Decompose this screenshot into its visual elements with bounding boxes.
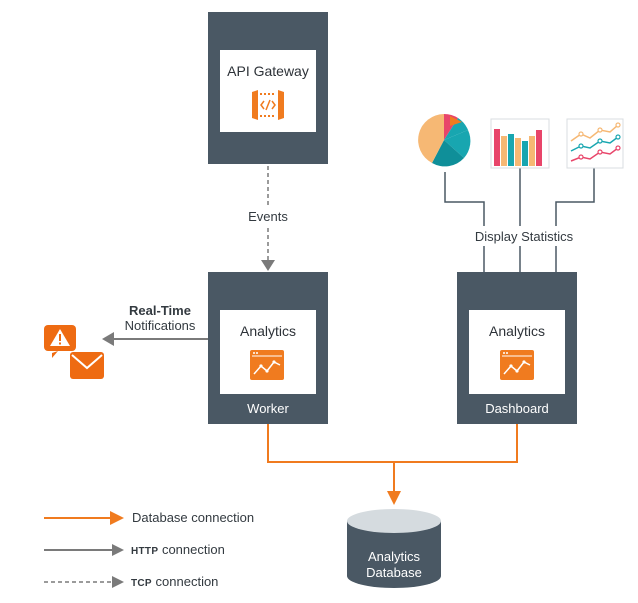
realtime-label-line1: Real-Time [129,303,191,318]
database-label-line2: Database [366,565,422,580]
dashboard-node [457,272,577,424]
display-statistics-label: Display Statistics [460,229,588,244]
legend-database-arrowhead [110,511,124,525]
api-gateway-icon [252,90,284,120]
legend-tcp-arrowhead [112,576,124,588]
statistics-connectors [444,168,595,272]
dashboard-title: Analytics [488,323,546,339]
legend-database-text: Database connection [132,510,255,525]
legend-tcp-text: connection [155,574,219,589]
mail-icon [70,352,104,379]
database-connections [267,424,518,494]
database-label-line1: Analytics [367,549,421,564]
legend [44,511,124,588]
worker-node [208,272,328,424]
worker-title: Analytics [239,323,297,339]
alert-icon [44,325,76,358]
legend-http-arrowhead [112,544,124,556]
events-connection [261,166,275,271]
legend-http-label: HTTP connection [131,542,225,557]
analytics-chart-icon [500,350,534,380]
legend-http-text: connection [161,542,225,557]
analytics-chart-icon [250,350,284,380]
notifications-connection [102,332,208,346]
bar-chart-icon [490,118,550,169]
line-chart-icon [566,118,624,169]
events-label: Events [230,209,306,224]
legend-tcp-label: TCP connection [131,574,218,589]
pie-chart-icon [418,113,471,167]
legend-http-prefix: HTTP [131,546,159,557]
analytics-database-node [347,509,441,588]
api-gateway-node [208,12,328,164]
database-arrowhead [387,491,401,505]
worker-footer: Worker [247,401,289,416]
api-gateway-title: API Gateway [227,63,309,79]
realtime-label-line2: Notifications [124,318,196,333]
dashboard-footer: Dashboard [485,401,549,416]
legend-tcp-prefix: TCP [131,578,152,589]
legend-database-label: Database connection [132,510,254,525]
